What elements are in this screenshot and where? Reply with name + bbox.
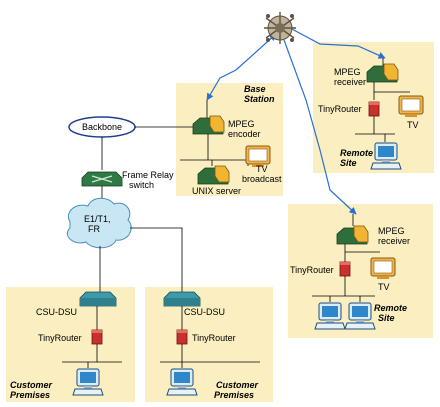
mpeg-encoder-label: MPEG encoder: [228, 119, 261, 139]
base-station-label: Base Station: [244, 84, 275, 104]
mpeg-receiver-label-1: MPEG receiver: [334, 67, 366, 87]
tv-label-r2: TV: [378, 282, 390, 292]
tv-icon-r2: [370, 257, 396, 280]
remote-site-label-1: Remote Site: [340, 148, 376, 168]
satellite-icon: [264, 12, 296, 44]
tinyrouter-icon-c1: [91, 329, 103, 345]
tinyrouter-label-c1: TinyRouter: [38, 333, 82, 343]
computer-icon-r2b: [344, 302, 376, 330]
base-station-panel: [176, 83, 283, 196]
tinyrouter-icon-c2: [176, 329, 188, 345]
csu-dsu-label-c1: CSU-DSU: [36, 307, 77, 317]
customer-premises-label-1: Customer Premises: [10, 380, 55, 400]
remote-site-label-2: Remote Site: [374, 303, 410, 323]
tinyrouter-label-r1: TinyRouter: [318, 104, 362, 114]
computer-icon-c1: [72, 368, 104, 396]
downlink-arrow-2: [283, 39, 357, 215]
cloud-customer2-link: [130, 227, 183, 292]
tv-label-r1: TV: [407, 120, 419, 130]
tinyrouter-label-r2: TinyRouter: [290, 265, 334, 275]
customer-premises-label-2: Customer Premises: [214, 380, 261, 400]
backbone-label: Backbone: [82, 122, 122, 132]
csu-dsu-icon-c1: [79, 291, 117, 307]
frame-relay-label: Frame Relay switch: [122, 170, 176, 190]
mpeg-receiver-label-2: MPEG receiver: [378, 226, 410, 246]
csu-dsu-label-c2: CSU-DSU: [184, 307, 225, 317]
downlink-arrow-1: [289, 27, 386, 59]
network-cloud-icon: [66, 197, 132, 249]
tv-icon-r1: [398, 95, 424, 118]
cloud-label: E1/T1, FR: [84, 214, 113, 234]
tinyrouter-icon-r2: [339, 261, 351, 277]
computer-icon-r2a: [314, 302, 346, 330]
tinyrouter-label-c2: TinyRouter: [192, 333, 236, 343]
frame-relay-switch-icon: [81, 171, 123, 187]
tv-broadcast-label: TV broadcast: [242, 164, 282, 184]
tinyrouter-icon-r1: [368, 101, 380, 117]
uplink-arrow: [206, 33, 277, 101]
csu-dsu-icon-c2: [163, 291, 201, 307]
computer-icon-c2: [166, 368, 198, 396]
unix-server-label: UNIX server: [192, 186, 241, 196]
